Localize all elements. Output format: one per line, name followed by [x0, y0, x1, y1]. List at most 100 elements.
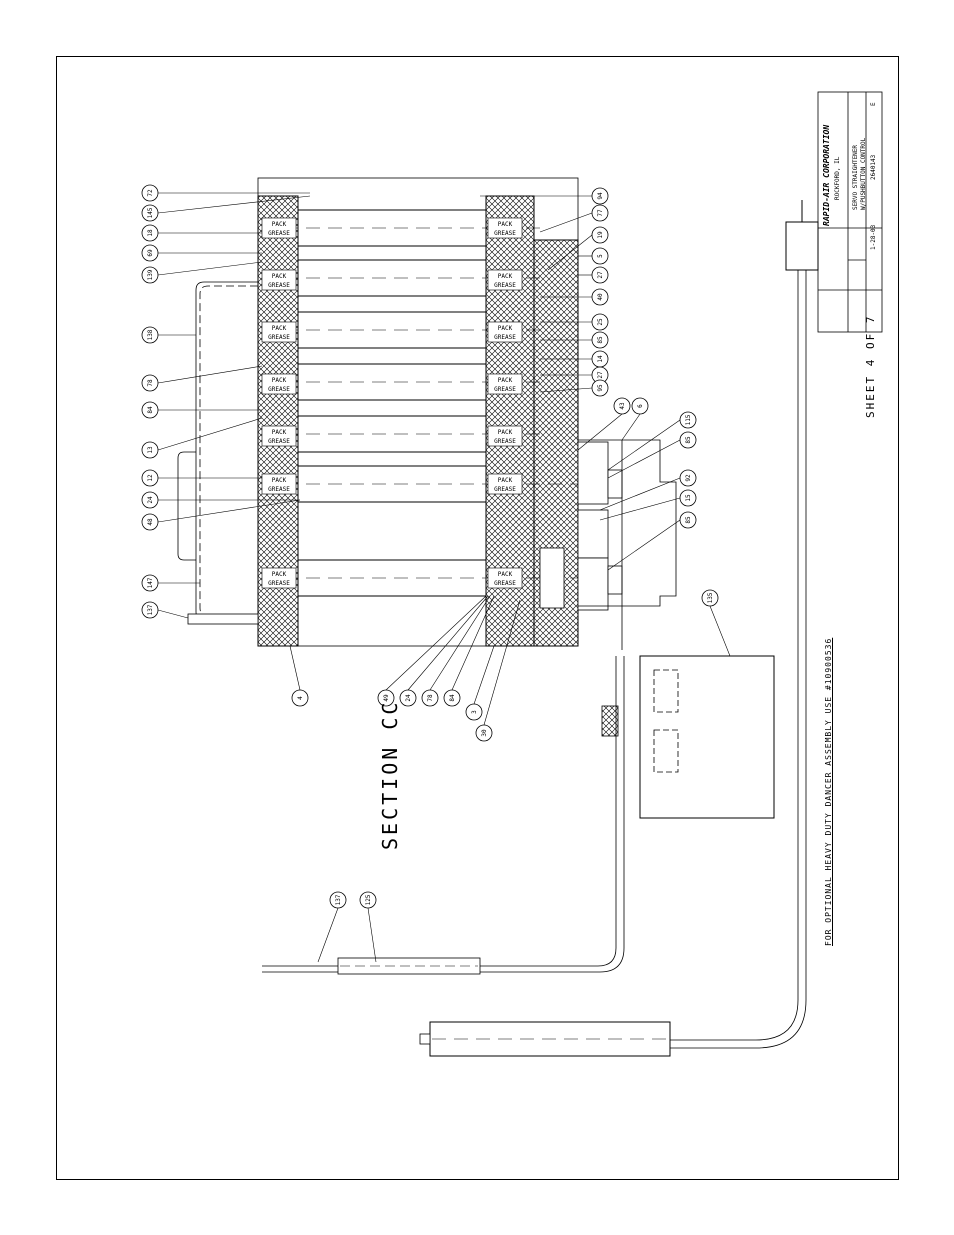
- grease-fitting: [187, 613, 259, 625]
- balloon-number: 27: [597, 271, 604, 279]
- balloon-number: 137: [335, 894, 342, 905]
- grease-label: GREASE: [494, 282, 516, 289]
- balloon-number: 3: [471, 710, 478, 714]
- drawing-title-2: W/PUSHBUTTON CONTROL: [860, 137, 867, 210]
- balloon-number: 138: [147, 329, 154, 340]
- balloon-number: 78: [427, 694, 434, 702]
- drawing-date: 1-28-03: [870, 224, 877, 250]
- roll-e: [297, 465, 487, 503]
- pack-label: PACK: [272, 325, 287, 332]
- balloon-number: 147: [147, 577, 154, 588]
- roll-g: [297, 363, 487, 401]
- grease-label: GREASE: [494, 230, 516, 237]
- gear-36t: [577, 557, 609, 611]
- heavy-duty-dancer: [670, 270, 807, 1049]
- pack-label: PACK: [272, 377, 287, 384]
- balloon-number: 25: [597, 318, 604, 326]
- roll-a: [297, 559, 487, 597]
- balloon-number: 49: [383, 694, 390, 702]
- leader-lines: [157, 192, 731, 963]
- drawing-sheet: [56, 56, 899, 1180]
- straightener-rolls: [297, 209, 487, 597]
- balloon-number: 115: [685, 414, 692, 425]
- gear-28t-lower: [577, 509, 609, 559]
- balloon-number: 85: [597, 336, 604, 344]
- balloon-number: 24: [147, 496, 154, 504]
- grease-label: GREASE: [494, 334, 516, 341]
- dancer-weight: [785, 221, 819, 271]
- balloon-number: 137: [147, 604, 154, 615]
- grease-label: GREASE: [268, 486, 290, 493]
- grease-label: GREASE: [494, 438, 516, 445]
- balloon-number: 30: [481, 729, 488, 737]
- balloon-number: 78: [147, 379, 154, 387]
- pack-label: PACK: [272, 571, 287, 578]
- callout-balloons: [141, 184, 719, 909]
- grease-label: GREASE: [268, 230, 290, 237]
- grease-label: GREASE: [268, 282, 290, 289]
- balloon-number: 18: [147, 229, 154, 237]
- pack-label: PACK: [498, 377, 513, 384]
- balloon-number: 43: [619, 402, 626, 410]
- pack-label: PACK: [498, 273, 513, 280]
- roll-i: [297, 259, 487, 297]
- roll-h: [297, 311, 487, 349]
- dancer-arm: [262, 656, 625, 973]
- grease-label: GREASE: [268, 334, 290, 341]
- balloon-number: 145: [147, 207, 154, 218]
- balloon-number: 95: [597, 384, 604, 392]
- pack-label: PACK: [498, 571, 513, 578]
- grease-label: GREASE: [268, 580, 290, 587]
- balloon-number: 85: [685, 516, 692, 524]
- balloon-number: 5: [597, 254, 604, 258]
- balloon-number: 84: [147, 406, 154, 414]
- balloon-number: 4: [297, 696, 304, 700]
- drawing-title-1: SERVO STRAIGHTENER: [852, 144, 859, 210]
- pack-label: PACK: [498, 429, 513, 436]
- pack-label: PACK: [272, 429, 287, 436]
- roll-f: [297, 415, 487, 453]
- balloon-number: 27: [597, 371, 604, 379]
- balloon-number: 72: [147, 189, 154, 197]
- grease-label: GREASE: [494, 486, 516, 493]
- balloon-number: 92: [685, 474, 692, 482]
- roll-n: [297, 209, 487, 247]
- grease-label: GREASE: [494, 386, 516, 393]
- frame-outline: [257, 177, 579, 647]
- dancer-pivot: [601, 705, 619, 737]
- company-location: ROCKFORD, IL: [834, 156, 841, 200]
- balloon-number: 40: [597, 293, 604, 301]
- balloon-number: 48: [147, 518, 154, 526]
- shaft-ends: [539, 441, 623, 611]
- balloon-number: 12: [147, 474, 154, 482]
- lube-line: [177, 281, 258, 621]
- grease-label: GREASE: [494, 580, 516, 587]
- balloon-number: 15: [685, 494, 692, 502]
- balloon-number: 135: [707, 592, 714, 603]
- sheet-label: SHEET 4 OF 7: [864, 314, 877, 418]
- balloon-number: 19: [597, 231, 604, 239]
- balloon-number: 85: [685, 436, 692, 444]
- optional-assembly-note: FOR OPTIONAL HEAVY DUTY DANCER ASSEMBLY …: [824, 637, 833, 946]
- section-title: SECTION CC: [378, 699, 402, 850]
- grease-label: GREASE: [268, 386, 290, 393]
- balloon-number: 24: [405, 694, 412, 702]
- pack-label: PACK: [272, 477, 287, 484]
- pack-label: PACK: [272, 273, 287, 280]
- bearing-labels: [261, 217, 523, 589]
- balloon-number: 13: [147, 446, 154, 454]
- balloon-number: 125: [365, 894, 372, 905]
- drawing-number: 2640143: [870, 154, 877, 180]
- pack-label: PACK: [498, 477, 513, 484]
- balloon-number: 69: [147, 249, 154, 257]
- grease-label: GREASE: [268, 438, 290, 445]
- pack-label: PACK: [272, 221, 287, 228]
- drawing-revision: E: [870, 102, 877, 106]
- company-name: RAPID-AIR CORPORATION: [822, 124, 831, 226]
- balloon-number: 77: [597, 209, 604, 217]
- balloon-number: 94: [597, 192, 604, 200]
- pack-label: PACK: [498, 325, 513, 332]
- balloon-number: 139: [147, 269, 154, 280]
- balloon-number: 14: [597, 355, 604, 363]
